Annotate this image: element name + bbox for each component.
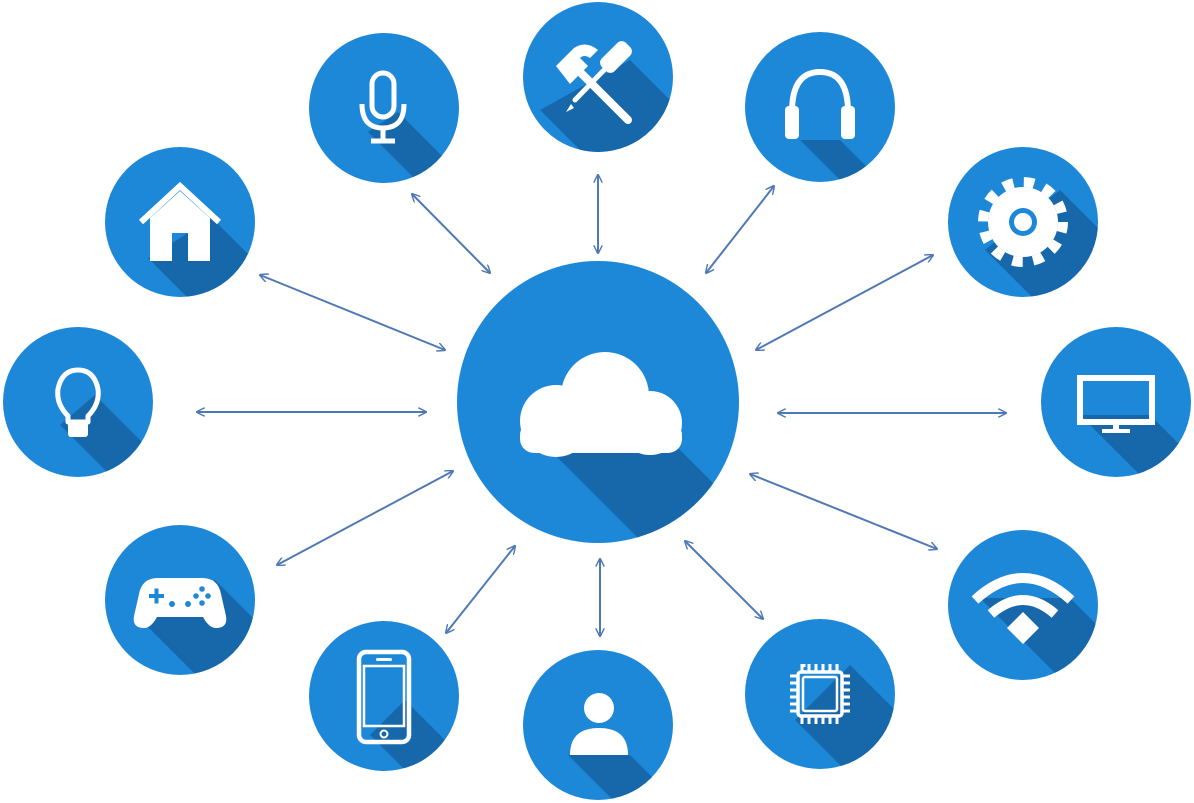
hammer-screwdriver-icon <box>556 41 632 124</box>
node-microphone <box>309 33 459 183</box>
arrow-smartphone <box>446 546 515 633</box>
gamepad-icon <box>133 578 227 628</box>
gear-icon <box>978 177 1068 267</box>
user-icon <box>570 693 628 755</box>
lightbulb-icon <box>55 367 101 437</box>
node-chip <box>745 619 895 769</box>
arrow-microphone <box>412 194 490 273</box>
monitor-icon <box>1077 375 1155 433</box>
node-settings <box>948 147 1098 297</box>
arrow-chip <box>685 541 763 619</box>
connector-arrows <box>197 175 1006 636</box>
node-lightbulb <box>3 327 153 477</box>
microphone-icon <box>359 70 407 144</box>
microchip-icon <box>790 664 850 724</box>
node-smartphone <box>309 621 459 771</box>
house-icon <box>138 181 222 261</box>
node-home <box>105 147 255 297</box>
node-monitor <box>1041 327 1191 477</box>
arrow-home <box>260 275 445 350</box>
node-circle <box>745 32 895 182</box>
arrow-wifi <box>750 474 937 549</box>
cloud-icon <box>520 352 682 457</box>
node-user <box>523 650 673 800</box>
hub-node <box>457 261 739 543</box>
arrow-settings <box>756 255 933 350</box>
node-gamepad <box>105 525 255 675</box>
hub-shadow <box>540 440 739 543</box>
node-tools <box>523 2 673 152</box>
node-headphones <box>745 32 895 182</box>
arrow-gamepad <box>277 471 453 565</box>
smartphone-icon <box>356 649 412 745</box>
wifi-icon <box>971 573 1075 644</box>
node-wifi <box>948 530 1098 680</box>
arrow-headphones <box>706 186 774 273</box>
headphones-icon <box>785 68 855 139</box>
